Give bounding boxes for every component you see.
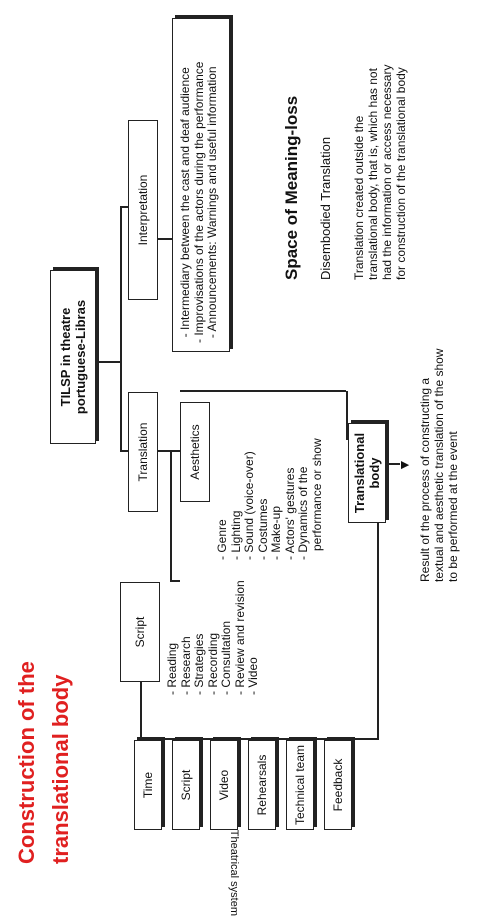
connector [96,361,120,363]
space-title: Space of Meaning-loss [282,95,301,280]
space-description-line-4: for construction of the translational bo… [394,67,408,280]
space-description-line-1: Translation created outside the [352,115,366,280]
result-description-line-2: textual and aesthetic translation of the… [432,348,446,582]
aesthetics-item: Actors' gestures [283,438,298,560]
connector [377,523,379,740]
connector [140,682,142,740]
connector [170,452,172,582]
script-item: Research [179,580,194,695]
space-description-line-3: had the information or access necessary [380,64,394,280]
aesthetics-item: performance or show [309,438,324,551]
connector [120,206,128,208]
connector [158,238,172,240]
script-item: Consultation [219,580,234,695]
interpretation-details: Intermediary between the cast and deaf a… [172,18,230,352]
connector [180,390,346,392]
space-subtitle: Disembodied Translation [318,136,333,280]
interpretation-item: Announcements: Warnings and useful infor… [205,62,220,343]
arrow-down-icon: ▼ [396,458,412,472]
root-node: TILSP in theatre portuguese-Libras [50,270,96,444]
result-description-line-1: Result of the process of constructing a [418,377,432,582]
script-list: Reading Research Strategies Recording Co… [165,580,261,695]
script-item: Review and revision [233,580,248,695]
script-node: Script [120,582,160,682]
theatrical-item-time: Time [134,740,162,830]
aesthetics-item: Genre [215,438,230,560]
script-item: Strategies [192,580,207,695]
interpretation-item: Intermediary between the cast and deaf a… [178,62,193,343]
interpretation-item: Improvisations of the actors during the … [192,62,207,343]
aesthetics-item: Lighting [229,438,244,560]
connector [170,450,180,452]
connector [140,738,377,740]
translation-node: Translation [128,392,158,512]
aesthetics-item: Sound (voice-over) [242,438,257,560]
root-node-line-2: portuguese-Libras [73,299,88,415]
interpretation-list: Intermediary between the cast and deaf a… [178,62,220,343]
interpretation-node: Interpretation [128,120,158,300]
diagram-title-line-1: Construction of the [14,661,39,864]
connector [158,450,170,452]
script-item: Reading [165,580,180,695]
connector [120,208,122,452]
root-node-line-1: TILSP in theatre [58,307,73,407]
aesthetics-node: Aesthetics [180,402,210,502]
theatrical-item-feedback: Feedback [324,740,352,830]
diagram-title-line-2: translational body [48,674,73,864]
theatrical-item-script: Script [172,740,200,830]
script-item: Video [246,580,261,695]
theatrical-item-technical-team: Technical team [286,740,314,830]
theatrical-system-label: Theatrical system [228,829,240,916]
theatrical-item-video: Video [210,740,238,830]
result-description-line-3: to be performed at the event [446,431,460,582]
connector [120,450,128,452]
aesthetics-item: Make-up [269,438,284,560]
script-item: Recording [206,580,221,695]
theatrical-item-rehearsals: Rehearsals [248,740,276,830]
translational-body-node: Translational body [348,423,386,523]
aesthetics-item: Costumes [256,438,271,560]
space-description-line-2: translational body, that is, which has n… [366,68,380,280]
aesthetics-item: Dynamics of the [296,438,311,560]
aesthetics-list: Genre Lighting Sound (voice-over) Costum… [215,438,324,560]
